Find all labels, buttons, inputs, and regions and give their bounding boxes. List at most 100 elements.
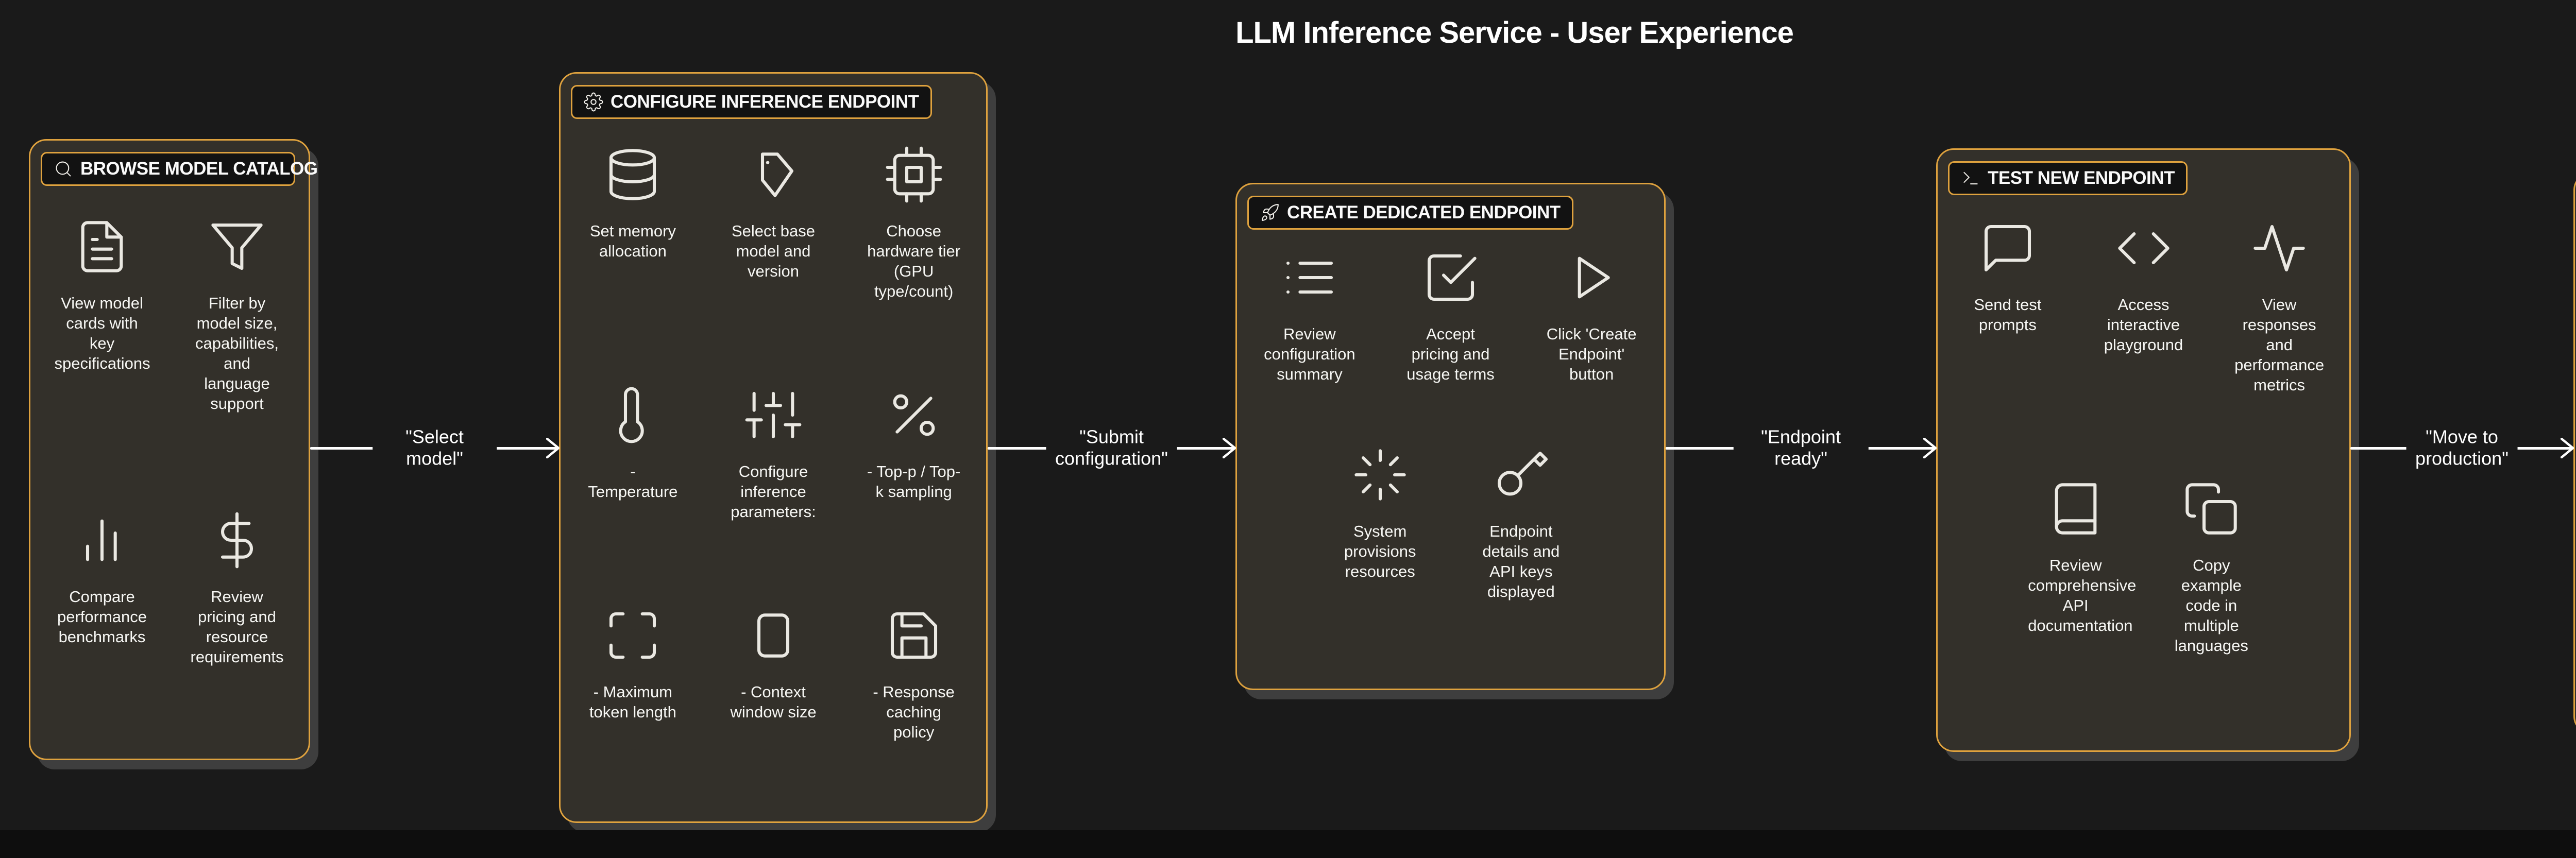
arrowhead-icon: [1223, 438, 1236, 458]
copy-icon: [2182, 480, 2240, 538]
sliders-icon: [744, 386, 802, 444]
message-square-icon: [1979, 219, 2037, 277]
item-label: View model cards with key specifications: [54, 294, 150, 373]
book-icon: [2047, 480, 2105, 538]
item-label: Configure inference parameters:: [731, 462, 816, 521]
arrow-label: "Endpoint ready": [1733, 424, 1869, 472]
item-label: Click 'Create Endpoint' button: [1546, 325, 1637, 384]
item-label: - Maximum token length: [589, 683, 676, 722]
stage-item: Accept pricing and usage terms: [1380, 249, 1521, 384]
flow-arrow: "Select model": [310, 424, 560, 472]
item-label: - Top-p / Top-k sampling: [867, 462, 961, 501]
key-icon: [1492, 446, 1550, 504]
gear-icon: [584, 92, 603, 112]
flow-arrow: "Submit configuration": [988, 412, 1236, 484]
code-icon: [2115, 219, 2173, 277]
rocket-icon: [1260, 203, 1280, 222]
polygon-icon: [744, 146, 802, 203]
bottom-strip: [0, 830, 2576, 858]
arrow-label: "Move to production": [2406, 424, 2518, 472]
stage-header-label: BROWSE MODEL CATALOG: [80, 159, 318, 179]
stage-item: System provisions resources: [1310, 446, 1451, 602]
item-label: Review comprehensive API documentation: [2028, 556, 2137, 635]
arrow-label: "Select model": [372, 424, 497, 472]
stage-item: View responses and performance metrics: [2211, 219, 2347, 395]
arrowhead-icon: [546, 438, 560, 458]
stage-item: Copy example code in multiple languages: [2144, 480, 2280, 656]
activity-icon: [2250, 219, 2308, 277]
stage-item: View model cards with key specifications: [35, 218, 170, 414]
item-label: Review configuration summary: [1264, 325, 1355, 384]
diagram-title: LLM Inference Service - User Experience: [1235, 16, 1794, 49]
loader-icon: [1351, 446, 1409, 504]
search-icon: [54, 159, 73, 179]
save-icon: [885, 607, 943, 664]
stage-item: Review configuration summary: [1239, 249, 1380, 384]
item-label: Select base model and version: [732, 222, 815, 281]
stage-item: - Response caching policy: [843, 607, 984, 742]
stage-item: Click 'Create Endpoint' button: [1521, 249, 1662, 384]
list-icon: [1281, 249, 1338, 306]
arrow-label: "Submit configuration": [1046, 424, 1177, 472]
item-label: Set memory allocation: [589, 222, 676, 261]
play-icon: [1563, 249, 1620, 306]
item-label: - Response caching policy: [873, 683, 955, 742]
cpu-icon: [885, 146, 943, 203]
stage-item: - Top-p / Top-k sampling: [843, 386, 984, 522]
item-label: - Context window size: [730, 683, 817, 722]
item-label: Endpoint details and API keys displayed: [1482, 522, 1560, 601]
flow-arrow: "Endpoint ready": [1666, 424, 1937, 472]
stage-items: Send test prompts Access interactive play…: [1938, 150, 2349, 750]
stage-item: Select base model and version: [703, 146, 844, 301]
stage-header-badge: TEST NEW ENDPOINT: [1948, 161, 2188, 195]
item-label: Accept pricing and usage terms: [1406, 325, 1495, 384]
stage-panel-test-new-endpoint: TEST NEW ENDPOINT Send test prompts Acces…: [1936, 148, 2351, 752]
terminal-icon: [1961, 168, 1980, 188]
item-label: Filter by model size, capabilities, and …: [195, 294, 279, 413]
item-label: View responses and performance metrics: [2234, 296, 2325, 394]
stage-item: Review comprehensive API documentation: [2008, 480, 2144, 656]
stage-panel-configure-inference-endpoint: CONFIGURE INFERENCE ENDPOINT Set memory …: [559, 72, 988, 823]
stage-item: Set memory allocation: [563, 146, 703, 301]
item-label: Send test prompts: [1974, 296, 2042, 334]
maximize-icon: [604, 607, 662, 664]
stage-header-label: CREATE DEDICATED ENDPOINT: [1287, 202, 1561, 222]
stage-items: View model cards with key specifications…: [30, 141, 309, 759]
arrowhead-icon: [1923, 438, 1937, 458]
stage-item: Choose hardware tier (GPU type/count): [843, 146, 984, 301]
stage-item: Review pricing and resource requirements: [170, 511, 304, 667]
database-icon: [604, 146, 662, 203]
item-label: Choose hardware tier (GPU type/count): [867, 222, 961, 301]
filter-icon: [208, 218, 266, 276]
stage-panel-browse-model-catalog: BROWSE MODEL CATALOG View model cards wi…: [29, 139, 318, 760]
stage-item: Access interactive playground: [2076, 219, 2212, 395]
stage-item: Send test prompts: [1940, 219, 2076, 395]
check-square-icon: [1422, 249, 1480, 306]
item-label: Review pricing and resource requirements: [190, 588, 284, 666]
stage-item: - Context window size: [703, 607, 844, 742]
item-label: System provisions resources: [1344, 522, 1416, 581]
percent-icon: [885, 386, 943, 444]
item-label: Access interactive playground: [2104, 296, 2183, 354]
bar-chart-icon: [73, 511, 131, 569]
square-icon: [744, 607, 802, 664]
stage-item: Configure inference parameters:: [703, 386, 844, 522]
stage-header-label: TEST NEW ENDPOINT: [1988, 168, 2175, 188]
stage-header-label: CONFIGURE INFERENCE ENDPOINT: [611, 92, 919, 112]
stage-header-badge: CONFIGURE INFERENCE ENDPOINT: [571, 85, 932, 119]
stage-panel-create-dedicated-endpoint: CREATE DEDICATED ENDPOINT Review configu…: [1235, 183, 1666, 690]
stage-item: - Maximum token length: [563, 607, 703, 742]
item-label: - Temperature: [588, 462, 678, 501]
item-label: Copy example code in multiple languages: [2174, 556, 2248, 655]
item-label: Compare performance benchmarks: [57, 588, 147, 646]
stage-item: Filter by model size, capabilities, and …: [170, 218, 304, 414]
stage-item: Compare performance benchmarks: [35, 511, 170, 667]
stage-item: - Temperature: [563, 386, 703, 522]
file-text-icon: [73, 218, 131, 276]
arrowhead-icon: [2561, 438, 2574, 458]
stage-header-badge: CREATE DEDICATED ENDPOINT: [1247, 196, 1573, 230]
stage-items: Review configuration summary Accept prici…: [1237, 184, 1664, 689]
dollar-sign-icon: [208, 511, 266, 569]
flow-arrow: "Move to production": [2350, 412, 2574, 484]
